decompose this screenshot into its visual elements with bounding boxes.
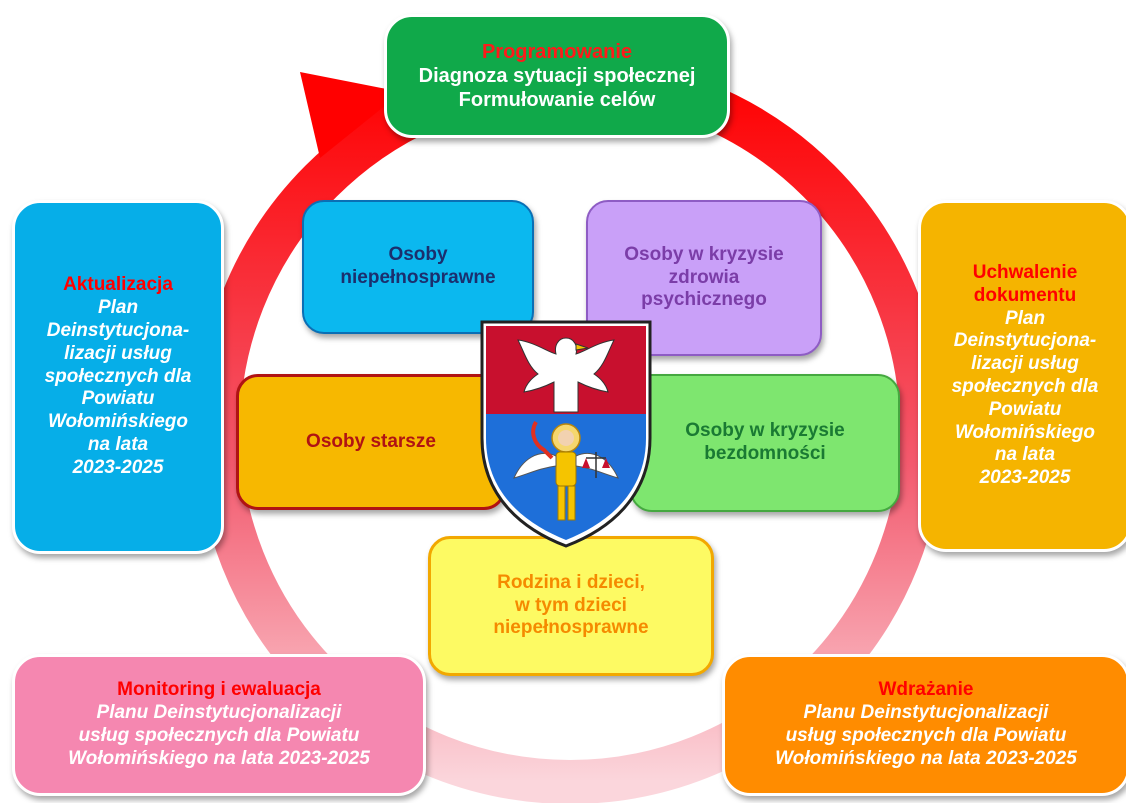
- stage-uchwalenie-line: Wołomińskiego: [954, 421, 1096, 443]
- stage-monitoring: Monitoring i ewaluacja Planu Deinstytucj…: [12, 654, 426, 796]
- stage-wdrazanie-title: Wdrażanie: [878, 679, 974, 701]
- stage-programowanie-title: Programowanie: [481, 41, 633, 63]
- stage-wdrazanie: Wdrażanie Planu Deinstytucjonalizacji us…: [722, 654, 1126, 796]
- stage-monitoring-title: Monitoring i ewaluacja: [117, 679, 321, 701]
- group-family-line: w tym dzieci: [515, 594, 627, 616]
- stage-monitoring-line: Wołomińskiego na lata 2023-2025: [68, 747, 370, 769]
- coat-of-arms-icon: [480, 320, 652, 548]
- stage-aktualizacja-line: lizacji usług: [64, 342, 172, 364]
- group-disabled-line: niepełnosprawne: [340, 267, 496, 288]
- stage-aktualizacja-line: Plan: [97, 297, 139, 319]
- group-elderly-line: Osoby starsze: [306, 430, 436, 452]
- stage-uchwalenie-line: 2023-2025: [979, 467, 1071, 489]
- stage-uchwalenie-line: Deinstytucjona-: [953, 330, 1097, 352]
- group-family-line: Rodzina i dzieci,: [497, 571, 645, 593]
- eagle-icon: [517, 337, 615, 413]
- stage-uchwalenie-line: społecznych dla: [951, 376, 1099, 397]
- group-mental-line: zdrowia: [668, 266, 740, 288]
- stage-uchwalenie-line: Powiatu: [988, 398, 1062, 420]
- group-family-children: Rodzina i dzieci, w tym dzieci niepełnos…: [428, 536, 714, 676]
- stage-monitoring-line: Planu Deinstytucjonalizacji: [96, 702, 342, 724]
- stage-wdrazanie-line: Wołomińskiego na lata 2023-2025: [775, 747, 1077, 769]
- stage-uchwalenie-line: na lata: [994, 444, 1056, 466]
- stage-uchwalenie-line: lizacji usług: [971, 353, 1079, 375]
- stage-wdrazanie-line: Planu Deinstytucjonalizacji: [803, 702, 1049, 724]
- group-mental-line: Osoby w kryzysie: [624, 243, 784, 265]
- stage-aktualizacja-title: Aktualizacja: [63, 274, 173, 296]
- group-mental-line: psychicznego: [641, 289, 767, 311]
- stage-monitoring-line: usług społecznych dla Powiatu: [78, 725, 360, 746]
- stage-aktualizacja-line: Powiatu: [81, 388, 155, 410]
- stage-aktualizacja-line: 2023-2025: [72, 456, 164, 478]
- stage-aktualizacja-line: na lata: [87, 433, 149, 455]
- stage-aktualizacja-line: Deinstytucjona-: [46, 320, 190, 341]
- group-disabled-line: Osoby: [388, 244, 448, 266]
- group-family-line: niepełnosprawne: [493, 617, 649, 639]
- group-disabled-persons: Osoby niepełnosprawne: [302, 200, 534, 334]
- group-homeless-line: bezdomności: [704, 443, 826, 464]
- stage-wdrazanie-line: usług społecznych dla Powiatu: [785, 725, 1067, 746]
- stage-aktualizacja: Aktualizacja Plan Deinstytucjona- lizacj…: [12, 200, 224, 554]
- cycle-arrowhead: [300, 72, 402, 158]
- stage-aktualizacja-line: Wołomińskiego: [47, 411, 189, 433]
- group-homelessness-crisis: Osoby w kryzysie bezdomności: [630, 374, 900, 512]
- stage-programowanie: Programowanie Diagnoza sytuacji społeczn…: [384, 14, 730, 138]
- group-elderly-persons: Osoby starsze: [236, 374, 506, 510]
- stage-uchwalenie: Uchwalenie dokumentu Plan Deinstytucjona…: [918, 200, 1126, 552]
- stage-uchwalenie-title-2: dokumentu: [973, 284, 1077, 306]
- stage-programowanie-line2: Formułowanie celów: [458, 89, 656, 111]
- group-homeless-line: Osoby w kryzysie: [685, 420, 845, 442]
- stage-aktualizacja-line: społecznych dla: [44, 365, 192, 387]
- knight-icon: [513, 420, 619, 521]
- stage-uchwalenie-line: Plan: [1004, 307, 1046, 329]
- stage-programowanie-line1: Diagnoza sytuacji społecznej: [418, 65, 696, 87]
- stage-uchwalenie-title-1: Uchwalenie: [972, 262, 1078, 284]
